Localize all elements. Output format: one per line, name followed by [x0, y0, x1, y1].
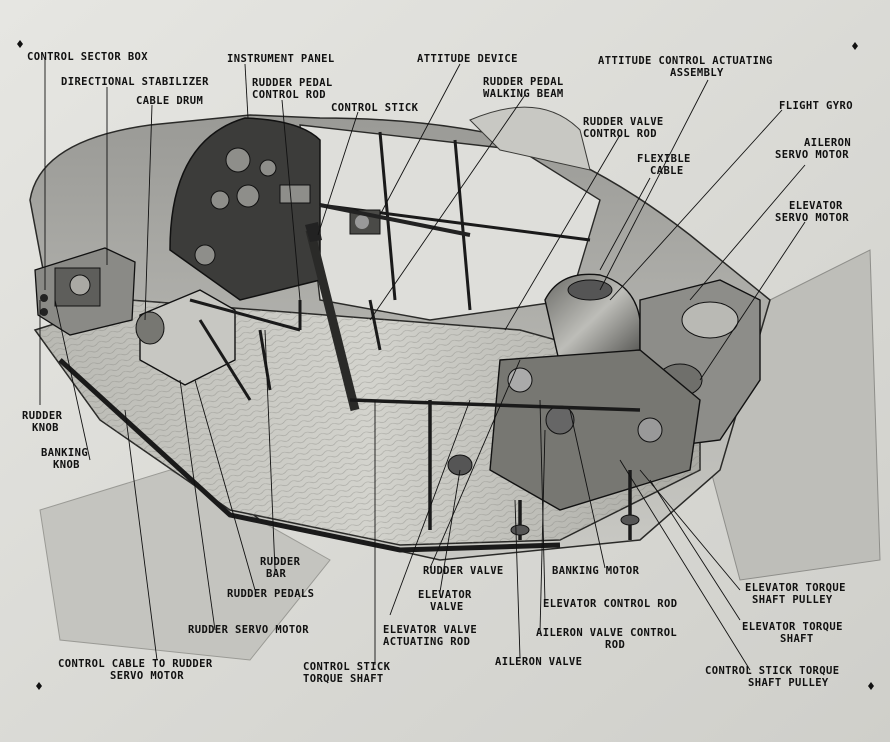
- label-rudder-valve-control-rod-line2: CONTROL ROD: [583, 128, 657, 140]
- label-cable-drum: CABLE DRUM: [136, 95, 203, 107]
- registration-marks: [17, 40, 874, 690]
- label-elevator-valve-line2: VALVE: [430, 601, 464, 613]
- label-rudder-knob: RUDDER KNOB: [22, 410, 69, 434]
- label-control-stick-torque-shaft: CONTROL STICK TORQUE SHAFT: [303, 661, 397, 685]
- label-rudder-pedal-walking-beam-line1: RUDDER PEDAL: [483, 76, 564, 88]
- control-sector-box-drawing: [34, 247, 136, 336]
- label-control-stick-torque-shaft-pulley-line2: SHAFT PULLEY: [748, 677, 829, 689]
- torque-shaft-pulleys: [447, 454, 640, 536]
- label-elevator-torque-shaft-pulley-line2: SHAFT PULLEY: [752, 594, 833, 606]
- label-aileron-servo-motor: AILERON SERVO MOTOR: [775, 137, 858, 161]
- label-aileron-valve: AILERON VALVE: [495, 656, 582, 668]
- label-elevator-torque-shaft-line2: SHAFT: [780, 633, 814, 645]
- label-elevator-torque-shaft-pulley: ELEVATOR TORQUE SHAFT PULLEY: [745, 582, 853, 606]
- label-aileron-servo-motor-line2: SERVO MOTOR: [775, 149, 849, 161]
- label-rudder-bar-line1: RUDDER: [260, 556, 301, 568]
- label-rudder-pedal-control-rod-line2: CONTROL ROD: [252, 89, 326, 101]
- floor-edge: [58, 358, 561, 553]
- instrument-gauges: [194, 147, 311, 266]
- wing-stub: [39, 469, 331, 661]
- label-flight-gyro: FLIGHT GYRO: [779, 100, 853, 112]
- label-elevator-servo-motor-line1: ELEVATOR: [789, 200, 843, 212]
- label-attitude-device: ATTITUDE DEVICE: [417, 53, 518, 65]
- label-banking-knob-line2: KNOB: [53, 459, 80, 471]
- label-rudder-pedal-control-rod-line1: RUDDER PEDAL: [252, 77, 333, 89]
- label-aileron-valve-control-rod-line1: AILERON VALVE CONTROL: [536, 627, 677, 639]
- label-control-sector-box: CONTROL SECTOR BOX: [27, 51, 148, 63]
- label-aileron-valve-control-rod-line2: ROD: [605, 639, 625, 651]
- rudder-servo-drawing: [135, 289, 236, 386]
- label-flexible-cable: FLEXIBLE CABLE: [637, 153, 698, 177]
- label-rudder-pedal-control-rod: RUDDER PEDAL CONTROL ROD: [252, 77, 339, 101]
- label-elevator-valve-actuating-rod-line1: ELEVATOR VALVE: [383, 624, 477, 636]
- label-rudder-bar-line2: BAR: [266, 568, 286, 580]
- attitude-device-drawing: [319, 203, 471, 237]
- label-instrument-panel: INSTRUMENT PANEL: [227, 53, 335, 65]
- leader-lines: [39, 58, 806, 671]
- label-rudder-bar: RUDDER BAR: [260, 556, 307, 580]
- callout-labels: CONTROL SECTOR BOX DIRECTIONAL STABILIZE…: [22, 51, 858, 689]
- label-flexible-cable-line2: CABLE: [650, 165, 684, 177]
- label-attitude-control-actuating-assembly-line2: ASSEMBLY: [670, 67, 724, 79]
- label-elevator-control-rod: ELEVATOR CONTROL ROD: [543, 598, 677, 610]
- label-control-stick-torque-shaft-pulley: CONTROL STICK TORQUE SHAFT PULLEY: [705, 665, 846, 689]
- label-rudder-valve: RUDDER VALVE: [423, 565, 504, 577]
- label-rudder-knob-line2: KNOB: [32, 422, 59, 434]
- label-banking-knob: BANKING KNOB: [41, 447, 95, 471]
- label-control-stick-torque-shaft-line1: CONTROL STICK: [303, 661, 391, 673]
- label-flexible-cable-line1: FLEXIBLE: [637, 153, 691, 165]
- label-aileron-valve-control-rod: AILERON VALVE CONTROL ROD: [536, 627, 684, 651]
- flight-gyro-drawing: [544, 273, 641, 366]
- label-rudder-knob-line1: RUDDER: [22, 410, 63, 422]
- label-attitude-control-actuating-assembly-line1: ATTITUDE CONTROL ACTUATING: [598, 55, 773, 67]
- label-control-stick-torque-shaft-pulley-line1: CONTROL STICK TORQUE: [705, 665, 839, 677]
- label-rudder-pedals: RUDDER PEDALS: [227, 588, 314, 600]
- label-elevator-valve-actuating-rod-line2: ACTUATING ROD: [383, 636, 470, 648]
- label-elevator-valve-actuating-rod: ELEVATOR VALVE ACTUATING ROD: [383, 624, 484, 648]
- label-aileron-servo-motor-line1: AILERON: [804, 137, 851, 149]
- label-elevator-valve: ELEVATOR VALVE: [418, 589, 479, 613]
- label-directional-stabilizer: DIRECTIONAL STABILIZER: [61, 76, 209, 88]
- rear-fairing: [469, 106, 591, 171]
- label-attitude-control-actuating-assembly: ATTITUDE CONTROL ACTUATING ASSEMBLY: [598, 55, 780, 79]
- label-control-cable-to-rudder-servo-motor-line1: CONTROL CABLE TO RUDDER: [58, 658, 213, 670]
- label-elevator-torque-shaft: ELEVATOR TORQUE SHAFT: [742, 621, 850, 645]
- label-control-stick: CONTROL STICK: [331, 102, 419, 114]
- label-elevator-servo-motor: ELEVATOR SERVO MOTOR: [775, 200, 850, 224]
- label-elevator-torque-shaft-pulley-line1: ELEVATOR TORQUE: [745, 582, 846, 594]
- label-rudder-valve-control-rod: RUDDER VALVE CONTROL ROD: [583, 116, 670, 140]
- label-rudder-valve-control-rod-line1: RUDDER VALVE: [583, 116, 664, 128]
- label-control-stick-torque-shaft-line2: TORQUE SHAFT: [303, 673, 384, 685]
- control-stick-drawing: [305, 222, 360, 412]
- label-banking-knob-line1: BANKING: [41, 447, 88, 459]
- label-elevator-servo-motor-line2: SERVO MOTOR: [775, 212, 849, 224]
- label-rudder-servo-motor: RUDDER SERVO MOTOR: [188, 624, 309, 636]
- label-elevator-torque-shaft-line1: ELEVATOR TORQUE: [742, 621, 843, 633]
- label-elevator-valve-line1: ELEVATOR: [418, 589, 472, 601]
- label-control-cable-to-rudder-servo-motor-line2: SERVO MOTOR: [110, 670, 184, 682]
- label-control-cable-to-rudder-servo-motor: CONTROL CABLE TO RUDDER SERVO MOTOR: [58, 658, 219, 682]
- label-rudder-pedal-walking-beam-line2: WALKING BEAM: [483, 88, 564, 100]
- label-rudder-pedal-walking-beam: RUDDER PEDAL WALKING BEAM: [483, 76, 570, 100]
- rudder-pedal-linkage: [189, 298, 382, 401]
- label-banking-motor: BANKING MOTOR: [552, 565, 640, 577]
- valve-block-drawing: [489, 349, 701, 511]
